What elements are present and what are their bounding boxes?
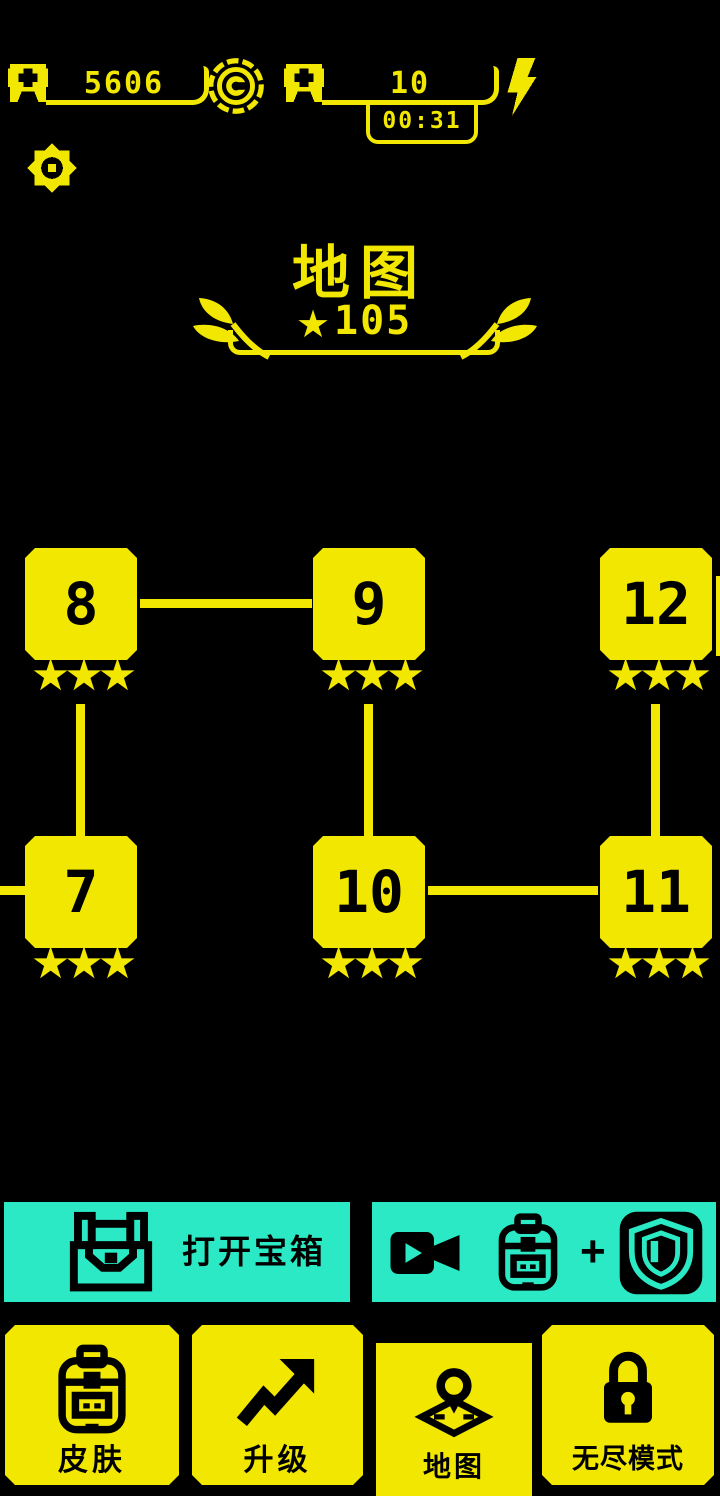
shield-icon [619, 1211, 703, 1295]
star-total-underline [228, 330, 500, 355]
arrow-up-icon [234, 1351, 322, 1433]
gear-icon[interactable] [24, 140, 80, 196]
nav-skin-button[interactable]: 皮肤 [5, 1325, 179, 1485]
energy-timer: 00:31 [366, 104, 478, 144]
energy-count: 10 [389, 66, 431, 101]
level-number[interactable]: 10 [313, 836, 425, 948]
add-energy-button[interactable] [284, 62, 324, 104]
coin-counter-frame [46, 66, 209, 105]
offscreen-node-edge [716, 576, 720, 656]
open-chest-label: 打开宝箱 [182, 1233, 326, 1270]
path-connector-10-11 [428, 886, 598, 895]
nav-endless-mode-button[interactable]: 无尽模式 [542, 1325, 714, 1485]
path-connector-8-7 [76, 704, 85, 838]
energy-counter-frame [322, 66, 499, 105]
energy-timer-value: 00:31 [382, 108, 462, 134]
padlock-icon [595, 1345, 661, 1431]
coin-icon [208, 58, 264, 114]
level-node-7[interactable]: 7 ★★★ [25, 836, 137, 996]
level-stars: ★★★ [605, 938, 712, 989]
backpack-icon [498, 1213, 558, 1291]
level-stars: ★★★ [605, 650, 712, 701]
nav-endless-mode-label: 无尽模式 [572, 1444, 684, 1474]
level-stars: ★★★ [30, 938, 137, 989]
level-number[interactable]: 9 [313, 548, 425, 660]
nav-map-button-active[interactable]: 地图 [376, 1343, 532, 1496]
path-connector-9-10 [364, 704, 373, 838]
coin-count: 5606 [83, 66, 165, 101]
add-coins-button[interactable] [8, 62, 48, 104]
nav-upgrade-label: 升级 [243, 1444, 312, 1477]
level-number[interactable]: 11 [600, 836, 712, 948]
nav-map-label: 地图 [422, 1451, 485, 1482]
star-total: 105 [334, 298, 413, 344]
page-title: 地图 [291, 241, 428, 306]
treasure-chest-icon [69, 1211, 153, 1292]
level-node-12[interactable]: 12 ★★★ [600, 548, 712, 708]
level-stars: ★★★ [318, 938, 425, 989]
nav-upgrade-button[interactable]: 升级 [192, 1325, 363, 1485]
level-number[interactable]: 8 [25, 548, 137, 660]
level-number[interactable]: 12 [600, 548, 712, 660]
laurel-right-icon [459, 298, 537, 360]
level-number[interactable]: 7 [25, 836, 137, 948]
backpack-icon [53, 1343, 131, 1435]
map-pin-icon [414, 1368, 494, 1438]
watch-ad-reward-button[interactable]: + [372, 1202, 716, 1302]
star-icon: ★ [296, 304, 331, 346]
level-node-10[interactable]: 10 ★★★ [313, 836, 425, 996]
level-node-11[interactable]: 11 ★★★ [600, 836, 712, 996]
level-node-9[interactable]: 9 ★★★ [313, 548, 425, 708]
laurel-left-icon [193, 298, 271, 360]
level-stars: ★★★ [30, 650, 137, 701]
nav-skin-label: 皮肤 [58, 1444, 126, 1477]
path-connector-7-offscreen [0, 886, 26, 895]
plus-sign: + [580, 1227, 606, 1276]
path-connector-8-9 [140, 599, 312, 608]
video-camera-icon [390, 1232, 460, 1274]
lightning-icon [507, 58, 537, 116]
level-stars: ★★★ [318, 650, 425, 701]
open-chest-button[interactable]: 打开宝箱 [4, 1202, 350, 1302]
path-connector-12-11 [651, 704, 660, 838]
level-node-8[interactable]: 8 ★★★ [25, 548, 137, 708]
